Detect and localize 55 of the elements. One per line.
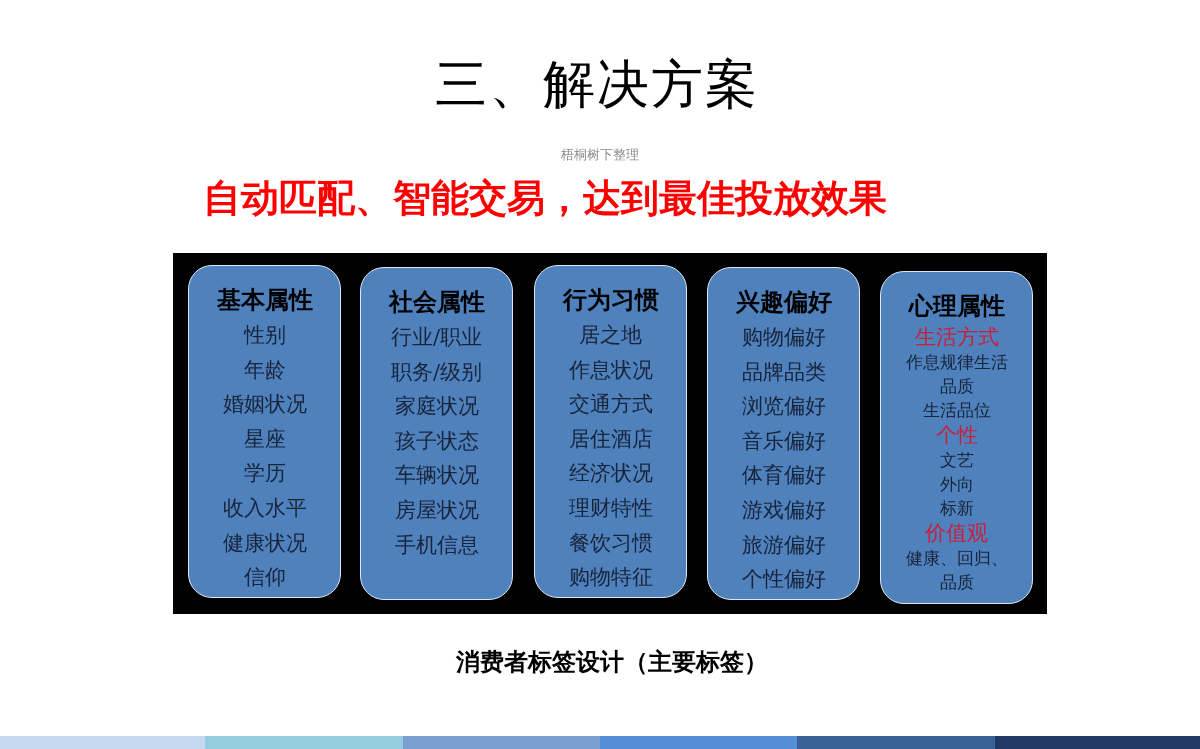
tag-item: 购物偏好	[741, 324, 826, 351]
credit-note: 梧桐树下整理	[561, 147, 639, 162]
card-heading: 兴趣偏好	[735, 287, 832, 318]
tag-item: 浏览偏好	[741, 393, 826, 421]
tag-item: 理财特性	[568, 494, 653, 522]
tag-item: 品牌品类	[741, 358, 826, 386]
tag-item: 音乐偏好	[741, 427, 826, 455]
tag-item: 年龄	[243, 356, 286, 384]
tag-item: 居住酒店	[568, 425, 653, 453]
figure-caption: 消费者标签设计（主要标签）	[456, 648, 768, 676]
tag-item: 游戏偏好	[741, 496, 826, 524]
tag-item: 职务/级别	[390, 358, 483, 386]
tag-item: 个性偏好	[741, 566, 826, 594]
panel-background	[173, 253, 1047, 614]
tag-item: 作息规律生活品质	[904, 351, 1009, 398]
tag-item: 星座	[243, 425, 286, 453]
card-heading: 基本属性	[216, 285, 313, 316]
subgroup-heading: 价值观	[925, 520, 988, 546]
tag-item: 学历	[243, 460, 286, 488]
subgroup-heading: 个性	[935, 422, 978, 448]
tag-item: 性别	[243, 322, 286, 349]
tag-item: 收入水平	[222, 494, 307, 522]
tag-item: 孩子状态	[394, 427, 479, 455]
tag-item: 文艺	[939, 449, 974, 472]
tag-item: 作息状况	[568, 356, 653, 384]
category-card	[707, 267, 860, 600]
tag-item: 健康状况	[222, 529, 307, 557]
category-card	[880, 271, 1033, 604]
subgroup-heading: 生活方式	[914, 324, 999, 350]
tag-item: 家庭状况	[394, 393, 479, 421]
tag-item: 外向	[939, 473, 974, 496]
tag-item: 生活品位	[922, 399, 991, 422]
tag-item: 车辆状况	[394, 462, 479, 490]
tag-item: 房屋状况	[394, 496, 479, 524]
slogan-heading: 自动匹配、智能交易，达到最佳投放效果	[203, 176, 887, 222]
tag-item: 行业/职业	[390, 324, 483, 351]
tag-item: 标新	[939, 497, 974, 520]
tag-item: 交通方式	[568, 391, 653, 419]
category-card	[360, 267, 513, 600]
card-heading: 社会属性	[388, 287, 485, 318]
tag-item: 经济状况	[568, 460, 653, 488]
card-heading: 行为习惯	[562, 285, 659, 316]
category-card	[188, 265, 341, 598]
card-heading: 心理属性	[908, 291, 1005, 322]
category-card	[534, 265, 687, 598]
tag-item: 购物特征	[568, 564, 653, 592]
tag-item: 餐饮习惯	[568, 529, 653, 557]
tag-item: 居之地	[579, 322, 642, 349]
tag-item: 体育偏好	[741, 462, 826, 490]
tag-item: 手机信息	[394, 531, 479, 559]
tag-item: 旅游偏好	[741, 531, 826, 559]
tag-item: 信仰	[243, 564, 286, 592]
slide-title: 三、解决方案	[435, 54, 759, 114]
tag-item: 婚姻状况	[222, 391, 307, 419]
tag-item: 健康、回归、品质	[904, 547, 1009, 594]
